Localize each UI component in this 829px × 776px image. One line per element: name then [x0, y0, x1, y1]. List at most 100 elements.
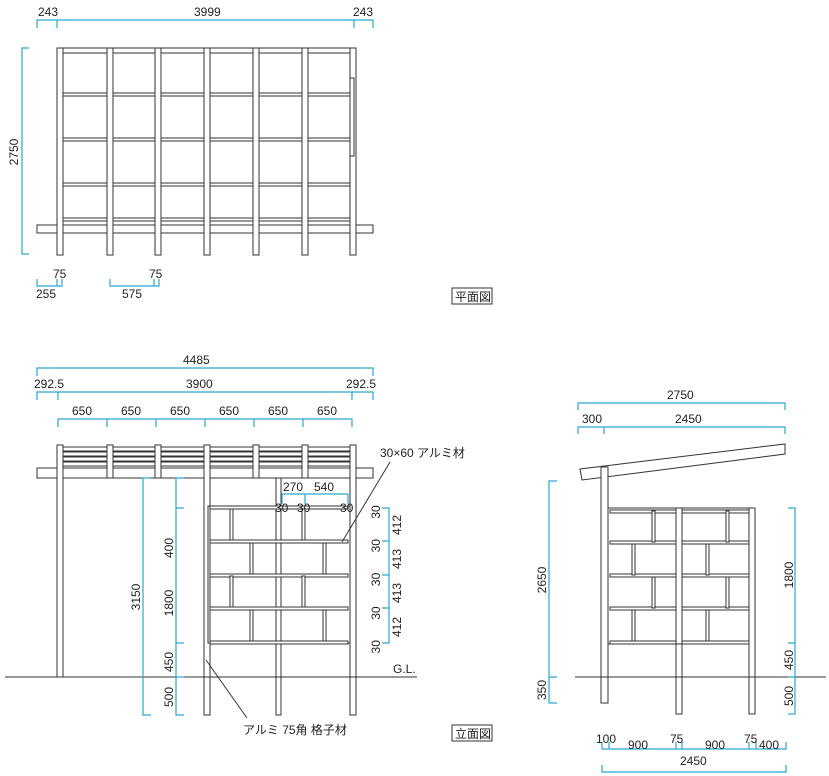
- screen-bar: [609, 573, 677, 578]
- title-box: [451, 287, 493, 305]
- bay-dim: 650: [268, 404, 288, 418]
- row-dim: 412: [390, 617, 404, 637]
- dim: 2650: [535, 566, 549, 593]
- post: [56, 47, 64, 256]
- screen-stile: [705, 609, 710, 642]
- screen-stile: [229, 508, 234, 541]
- dim: 350: [535, 680, 549, 700]
- bay-dim: 650: [170, 404, 190, 418]
- side-frame: [349, 77, 355, 157]
- leader-line: [341, 461, 391, 543]
- post: [748, 507, 756, 715]
- bay-dim: 650: [72, 404, 92, 418]
- title-box: [451, 724, 493, 742]
- screen-stile: [631, 543, 636, 576]
- dim: 900: [628, 738, 648, 752]
- post: [154, 444, 162, 479]
- bar-dim: 30: [369, 606, 383, 620]
- screen-bar: [209, 505, 349, 510]
- side-dimensions: 2750 300 2450 2650 350 1800 450 500 100 …: [535, 388, 796, 773]
- dim: 575: [122, 287, 142, 301]
- post: [56, 444, 64, 678]
- material-top-label: 30×60 アルミ材: [380, 446, 465, 460]
- screen-bar: [609, 540, 677, 545]
- screen-bar: [681, 540, 750, 545]
- post: [252, 444, 260, 479]
- screen-bar: [609, 606, 677, 611]
- row-dim: 413: [390, 549, 404, 569]
- post: [600, 466, 609, 704]
- screen-stile: [249, 542, 254, 575]
- dim: 75: [670, 732, 684, 746]
- post: [301, 444, 309, 479]
- screen-stile: [229, 575, 234, 608]
- dim: 30: [297, 501, 311, 515]
- screen-stile: [651, 576, 656, 609]
- screen-stile: [322, 542, 327, 575]
- post: [203, 47, 211, 256]
- dim: 3150: [129, 583, 143, 610]
- dim: 30: [340, 501, 354, 515]
- screen-stile: [322, 609, 327, 642]
- roof: [579, 443, 786, 481]
- post: [203, 444, 211, 716]
- dim: 2750: [667, 388, 694, 402]
- post: [675, 507, 683, 715]
- screen-stile: [249, 609, 254, 642]
- row-dim: 413: [390, 583, 404, 603]
- dim: 3900: [186, 377, 213, 391]
- dim: 450: [782, 650, 796, 670]
- dim: 2450: [675, 412, 702, 426]
- post: [154, 47, 162, 256]
- screen-bar: [209, 539, 349, 544]
- dim: 243: [353, 5, 373, 19]
- leader-line: [205, 659, 248, 719]
- post: [252, 47, 260, 256]
- front-elevation: [5, 444, 417, 716]
- dim: 30: [275, 501, 289, 515]
- dim: 75: [53, 267, 67, 281]
- post: [275, 477, 282, 716]
- screen-stile: [725, 576, 730, 609]
- screen-bar: [681, 606, 750, 611]
- material-bottom-label: アルミ 75角 格子材: [243, 722, 347, 737]
- dim: 900: [705, 738, 725, 752]
- dim: 243: [38, 5, 58, 19]
- dim: 300: [582, 412, 602, 426]
- post: [349, 444, 357, 716]
- dim: 4485: [183, 353, 210, 367]
- dim: 1800: [782, 561, 796, 588]
- screen-bar: [681, 509, 750, 514]
- screen-bar: [681, 640, 750, 645]
- row-dim: 412: [390, 515, 404, 535]
- bar-dim: 30: [369, 640, 383, 654]
- screen-bar: [609, 509, 677, 514]
- bar-dim: 30: [369, 572, 383, 586]
- dim: 2450: [680, 754, 707, 768]
- screen-bar: [609, 640, 677, 645]
- side-elevation: [575, 443, 826, 715]
- dim: 400: [759, 738, 779, 752]
- dim: 500: [782, 686, 796, 706]
- post: [106, 47, 114, 256]
- plan-view: [36, 47, 374, 256]
- bay-dim: 650: [317, 404, 337, 418]
- dim: 292.5: [346, 377, 376, 391]
- screen-stile: [705, 543, 710, 576]
- screen-stile: [301, 508, 306, 541]
- dim: 292.5: [34, 377, 64, 391]
- dim: 1800: [162, 589, 176, 616]
- dim: 75: [744, 732, 758, 746]
- dim: 100: [596, 732, 616, 746]
- dim: 500: [162, 687, 176, 707]
- screen-stile: [725, 510, 730, 543]
- bay-dim: 650: [121, 404, 141, 418]
- plan-title: 平面図: [455, 290, 491, 304]
- dim: 400: [162, 538, 176, 558]
- screen-stile: [651, 510, 656, 543]
- dim: 255: [36, 287, 56, 301]
- screen-stile: [301, 575, 306, 608]
- plan-dimensions: 243 3999 243 2750 75 255 75 575: [7, 5, 374, 301]
